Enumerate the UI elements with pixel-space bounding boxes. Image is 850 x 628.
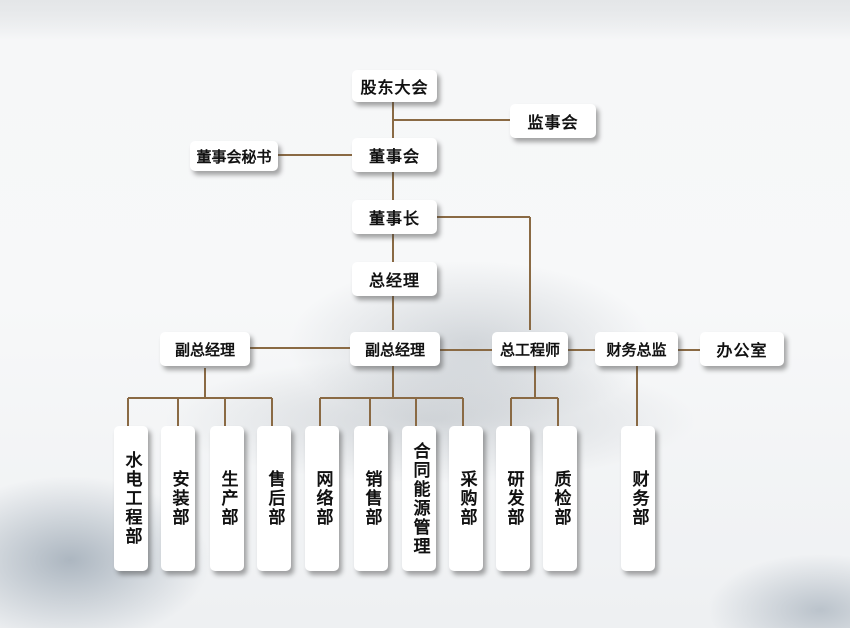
node-vp-center: 副总经理	[350, 332, 440, 366]
dept-finance: 财务部	[621, 426, 655, 571]
node-office: 办公室	[700, 332, 784, 366]
node-vp-left: 副总经理	[160, 332, 250, 366]
node-general-manager: 总经理	[352, 262, 437, 296]
node-board: 董事会	[352, 138, 437, 172]
dept-production: 生产部	[210, 426, 244, 571]
node-chairman: 董事长	[352, 200, 437, 234]
dept-network: 网络部	[305, 426, 339, 571]
dept-after-sales: 售后部	[257, 426, 291, 571]
dept-rnd: 研发部	[496, 426, 530, 571]
dept-hydro-engineering: 水电工程部	[114, 426, 148, 571]
node-shareholders: 股东大会	[352, 70, 437, 102]
dept-installation: 安装部	[161, 426, 195, 571]
dept-energy-contract-management: 合同能源管理	[402, 426, 436, 571]
background-top-band	[0, 0, 850, 40]
node-chief-engineer: 总工程师	[492, 332, 568, 366]
node-supervisors: 监事会	[510, 104, 596, 138]
node-board-secretary: 董事会秘书	[190, 141, 278, 171]
dept-purchasing: 采购部	[449, 426, 483, 571]
node-cfo: 财务总监	[595, 332, 678, 366]
dept-quality-inspection: 质检部	[543, 426, 577, 571]
dept-sales: 销售部	[354, 426, 388, 571]
